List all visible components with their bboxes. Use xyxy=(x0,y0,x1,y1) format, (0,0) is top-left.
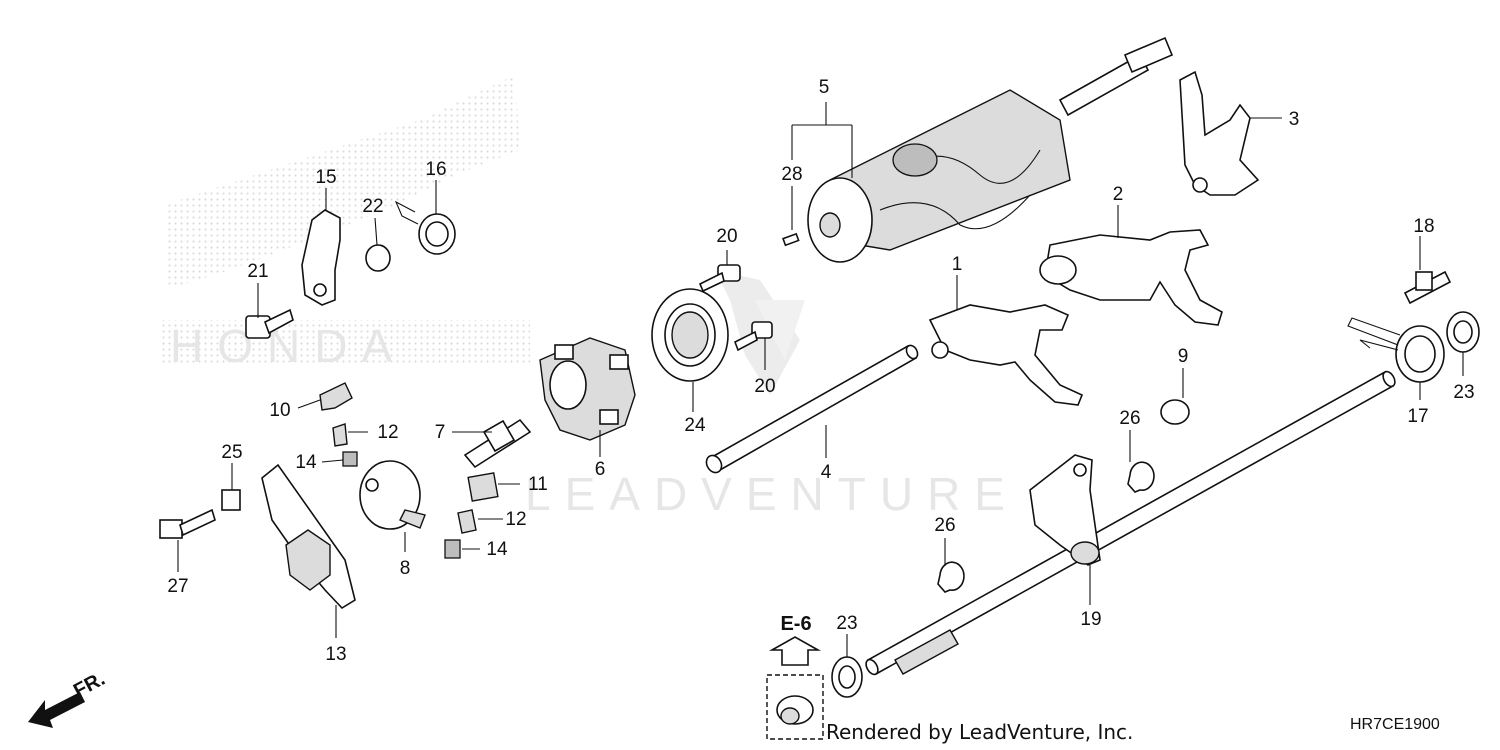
pawl-upper xyxy=(332,423,348,447)
shift-fork-top xyxy=(1179,70,1260,196)
callout-12-lower: 12 xyxy=(505,509,526,530)
shift-fork-top-pin xyxy=(1192,177,1208,193)
shift-fork-lower-pin xyxy=(931,341,949,359)
drum-center xyxy=(539,337,636,441)
callout-8: 8 xyxy=(400,558,411,579)
callout-20-lower: 20 xyxy=(754,376,775,397)
washer-23-lower xyxy=(831,656,863,698)
callout-24: 24 xyxy=(684,415,706,436)
callout-7: 7 xyxy=(435,422,446,443)
pawl-lower xyxy=(457,509,477,534)
shift-drum xyxy=(807,36,1174,263)
gearshift-spindle xyxy=(865,370,1396,676)
callout-23-right: 23 xyxy=(1453,382,1474,403)
stopper-arm-hole xyxy=(313,283,327,297)
reference-arrow-icon xyxy=(768,636,822,666)
callout-1: 1 xyxy=(952,254,963,275)
return-spring-left xyxy=(394,200,456,255)
front-direction-indicator: FR. xyxy=(28,668,109,728)
callout-2: 2 xyxy=(1113,184,1124,205)
spring-upper xyxy=(342,451,358,467)
circlip-upper xyxy=(1127,461,1155,493)
callout-27: 27 xyxy=(167,576,188,597)
collar xyxy=(221,489,241,511)
callout-6: 6 xyxy=(595,459,606,480)
bolt-lower xyxy=(733,321,773,352)
callout-14-lower: 14 xyxy=(486,539,508,560)
washer-22 xyxy=(365,244,391,272)
callout-9: 9 xyxy=(1178,346,1189,367)
callout-labels: 5 28 3 2 1 18 20 20 24 9 4 17 23 26 26 1… xyxy=(167,77,1474,665)
callout-23-lower: 23 xyxy=(836,613,857,634)
front-arrow-icon xyxy=(28,692,85,728)
stopper-arm xyxy=(301,209,341,306)
fork-shaft xyxy=(705,344,919,474)
callout-22: 22 xyxy=(362,196,383,217)
callout-14-upper: 14 xyxy=(295,452,317,473)
washer-23-right xyxy=(1446,311,1480,353)
stopper-plate-cap xyxy=(319,382,353,411)
callout-3: 3 xyxy=(1289,109,1300,130)
callout-17: 17 xyxy=(1407,406,1428,427)
callout-26-upper: 26 xyxy=(1119,408,1140,429)
callout-20-upper: 20 xyxy=(716,226,737,247)
drum-center-bolt xyxy=(463,418,532,469)
bolt-left xyxy=(159,508,216,539)
callout-10: 10 xyxy=(269,400,290,421)
callout-25: 25 xyxy=(221,442,242,463)
shift-fork-lower xyxy=(928,304,1084,406)
render-credit: Rendered by LeadVenture, Inc. xyxy=(826,720,1133,744)
return-spring-right xyxy=(1347,317,1445,383)
reference-bushing xyxy=(776,695,814,725)
callout-11: 11 xyxy=(528,474,548,495)
callout-21: 21 xyxy=(247,261,268,282)
bolt-21 xyxy=(245,308,294,339)
callout-26-lower: 26 xyxy=(934,515,955,536)
pawl-plunger xyxy=(467,472,499,502)
shift-pin-9 xyxy=(1160,399,1190,425)
callout-18: 18 xyxy=(1413,216,1434,237)
reference-dashed-box xyxy=(766,674,824,740)
circlip-lower xyxy=(937,561,965,593)
guide-plate-cutout xyxy=(285,529,331,591)
ratchet-piece xyxy=(359,460,426,530)
callout-15: 15 xyxy=(315,167,336,188)
callout-4: 4 xyxy=(821,462,832,483)
callout-5: 5 xyxy=(819,77,830,98)
reference-label: E-6 xyxy=(780,613,811,635)
callout-16: 16 xyxy=(425,159,446,180)
leadventure-watermark-text: LEADVENTURE xyxy=(525,468,1019,520)
callout-19: 19 xyxy=(1080,609,1101,630)
leader-lines xyxy=(177,102,1464,657)
shift-fork-center-boss xyxy=(1039,255,1077,285)
honda-wing-watermark: HONDA xyxy=(160,75,530,372)
diagram-code: HR7CE1900 xyxy=(1350,716,1440,733)
bolt-upper xyxy=(698,264,741,293)
bearing xyxy=(651,288,729,382)
callout-28: 28 xyxy=(781,164,802,185)
drum-pin xyxy=(782,232,800,247)
callout-13: 13 xyxy=(325,644,346,665)
spring-lower xyxy=(444,539,461,559)
honda-watermark-text: HONDA xyxy=(170,320,406,372)
shift-fork-center xyxy=(1044,229,1223,326)
bolt-18 xyxy=(1403,270,1452,305)
callout-12-upper: 12 xyxy=(377,422,398,443)
